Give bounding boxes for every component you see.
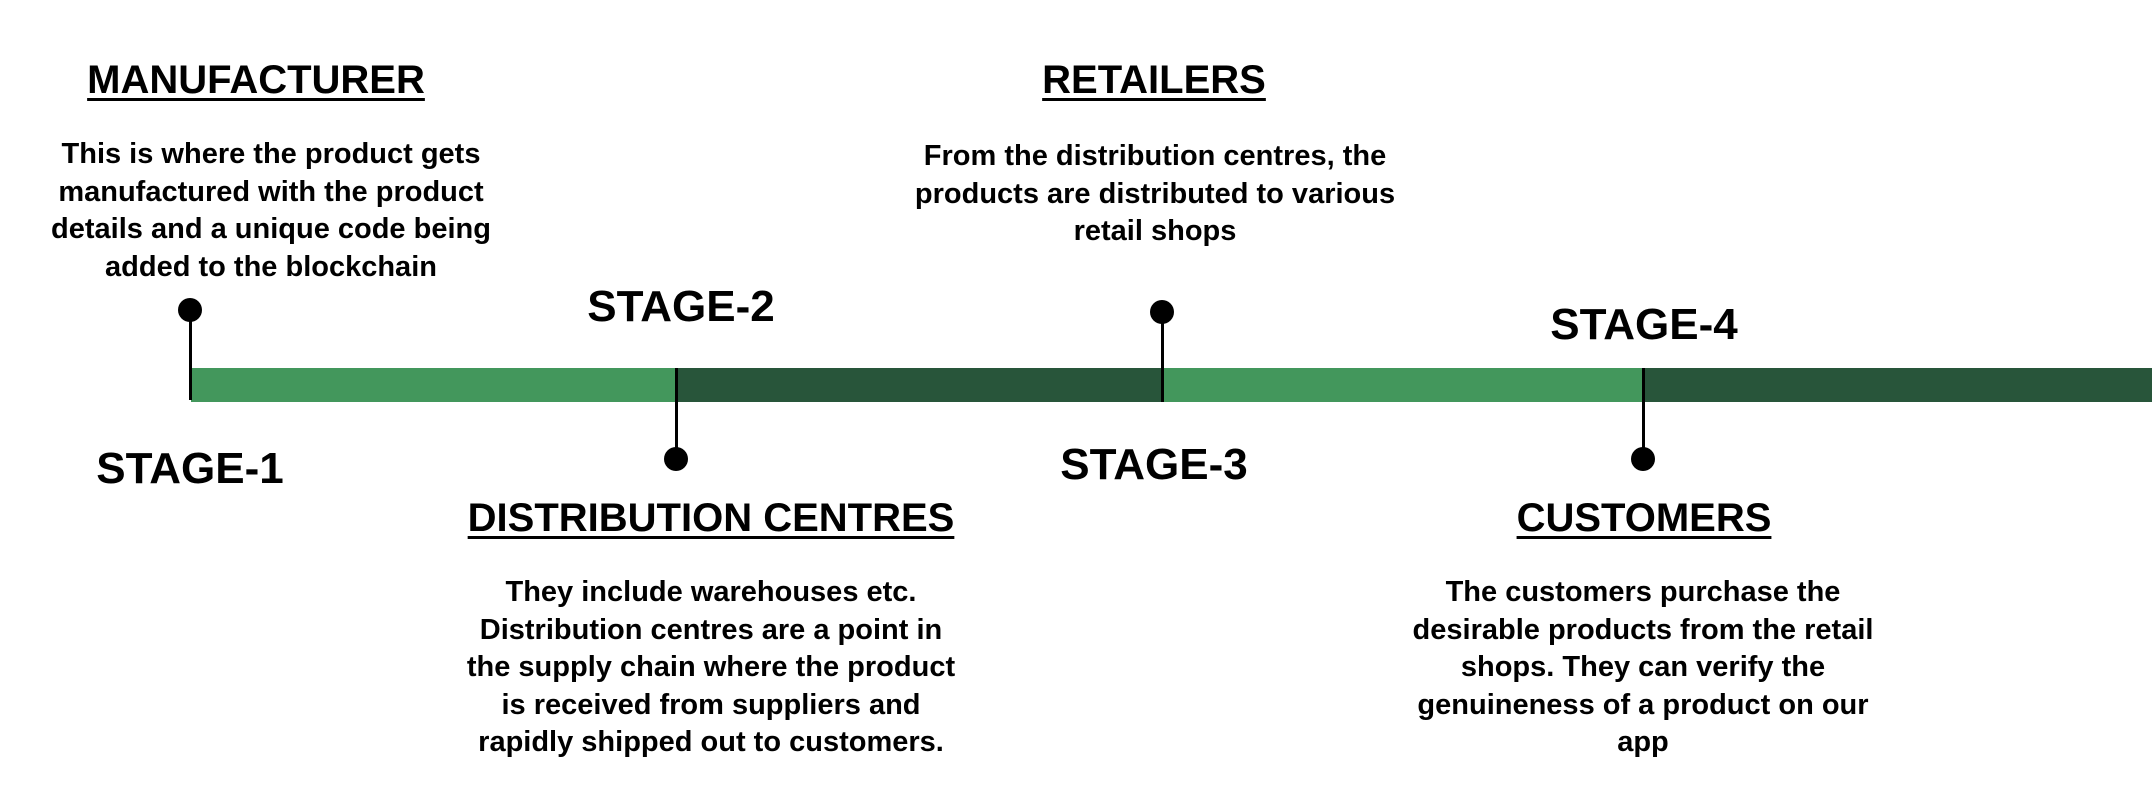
timeline-segment-4 [1644,368,2152,402]
stage-2-description: They include warehouses etc. Distributio… [466,576,956,758]
stage-1-marker-stem [189,310,192,400]
stage-2-marker-dot [664,447,688,471]
stage-3-marker-stem [1161,312,1164,402]
stage-3-description: From the distribution centres, the produ… [914,140,1396,247]
stage-4-marker-dot [1631,447,1655,471]
stage-1-marker-dot [178,298,202,322]
stage-4-description: The customers purchase the desirable pro… [1412,576,1874,758]
stage-4-marker-stem [1642,368,1645,459]
stage-4-heading: CUSTOMERS [1516,496,1772,540]
stage-1-description: This is where the product gets manufactu… [51,138,491,283]
stage-1-heading: MANUFACTURER [87,58,425,102]
stage-2-heading: DISTRIBUTION CENTRES [467,496,955,540]
timeline-segment-3 [1163,368,1644,402]
stage-2-label: STAGE-2 [587,282,775,331]
stage-3-heading: RETAILERS [1042,58,1266,102]
stage-3-label: STAGE-3 [1060,440,1248,489]
stage-2-marker-stem [675,368,678,459]
timeline-segment-1 [191,368,677,402]
stage-4-label: STAGE-4 [1550,300,1738,349]
stage-3-marker-dot [1150,300,1174,324]
stage-1-label: STAGE-1 [96,444,284,493]
timeline-segment-2 [677,368,1163,402]
